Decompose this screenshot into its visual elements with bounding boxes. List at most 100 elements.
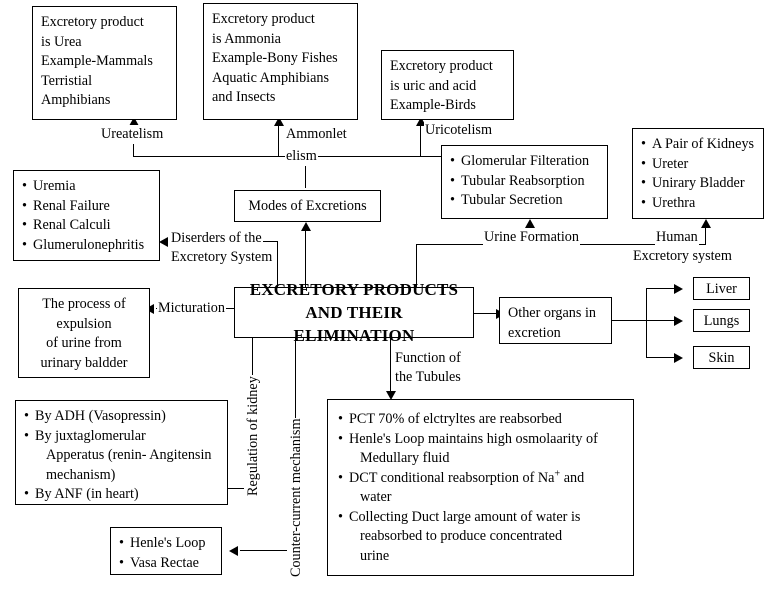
liver-label: Liver [706,281,737,297]
edge-label-ureotelism: Ureatelism [100,125,165,144]
skin-label: Skin [708,350,735,366]
box-human-excretory-organs: A Pair of Kidneys Ureter Unirary Bladder… [632,128,764,219]
connector-skin-run [646,357,678,359]
arrowhead-lungs [674,316,683,326]
arrowhead-ammonotelism [274,117,284,126]
arrowhead-urine-formation [525,219,535,228]
ureotelic-line-4: Terristial [41,72,93,89]
connector-lungs-run [646,320,678,322]
uricotelic-line-1: Excretory product [390,58,493,74]
box-other-organs-in-excretion: Other organs in excretion [499,297,612,344]
counter-current-item-1: Henle's Loop [119,534,213,554]
uricotelic-line-3: Example-Birds [390,97,476,113]
tubule-function-2: Henle's Loop maintains high osmolaarity … [338,430,623,469]
urine-step-1: Glomerular Filteration [450,152,599,172]
edge-label-uricotelism: Uricotelism [424,121,493,140]
tubule-function-1: PCT 70% of elctryltes are reabsorbed [338,410,623,430]
arrowhead-ureotelism [129,117,139,126]
edge-label-excretory-system: Excretory system [632,247,733,266]
urine-step-2: Tubular Reabsorption [450,172,599,192]
connector-uricotelism-riser [420,124,422,157]
ammonotelic-line-1: Excretory product [212,11,315,27]
regulation-item-2-sub-1: Apperatus (renin- Angitensin [46,447,212,463]
edge-label-disorders-line-1: Diserders of the [170,229,263,248]
tubule-function-2-sub-1: Medullary fluid [360,450,450,466]
box-micturation-definition: The process of expulsion of urine from u… [18,288,150,378]
box-liver: Liver [693,277,750,300]
edge-label-disorders-line-2: Excretory System [170,248,274,267]
arrowhead-countercurrent [229,546,238,556]
ammonotelic-line-5: and Insects [212,89,276,105]
regulation-item-2-text: By juxtaglomerular [35,427,146,444]
arrowhead-modes [301,222,311,231]
box-function-of-tubules: PCT 70% of elctryltes are reabsorbed Hen… [327,399,634,576]
arrowhead-skin [674,353,683,363]
connector-organs-bus-vert [646,288,648,358]
excretory-organ-2: Ureter [641,155,755,175]
micturation-def-line-2: expulsion [56,315,112,332]
edge-label-ammonotelism-line-2: elism [285,147,318,166]
connector-modes-up-trunk [305,156,307,188]
box-lungs: Lungs [693,309,750,332]
main-topic-line-1: EXCRETORY PRODUCTS [249,280,459,299]
tubule-function-4: Collecting Duct large amount of water is… [338,508,623,567]
box-excretory-disorders: Uremia Renal Failure Renal Calculi Glume… [13,170,160,261]
regulation-item-2: By juxtaglomerular Apperatus (renin- Ang… [24,427,219,486]
connector-ammonotelism-riser [278,124,280,157]
connector-organs-bus-in [612,320,647,322]
connector-right-bus-riser [416,244,418,288]
edge-label-counter-current-mechanism: Counter-current mechanism [287,417,306,578]
connector-other-organs [473,313,499,315]
excretory-organ-3: Unirary Bladder [641,174,755,194]
ureotelic-line-5: Amphibians [41,92,111,108]
box-skin: Skin [693,346,750,369]
tubule-function-3-sub-1: water [360,489,392,505]
arrowhead-tubules [386,391,396,400]
arrowhead-liver [674,284,683,294]
box-counter-current-structures: Henle's Loop Vasa Rectae [110,527,222,575]
disorder-2: Renal Failure [22,197,151,217]
tubule-function-3: DCT conditional reabsorption of Na+ and … [338,467,623,508]
main-topic-line-2: AND THEIR ELIMINATION [293,303,415,345]
connector-countercurrent-run [240,550,296,552]
counter-current-item-2: Vasa Rectae [119,554,213,574]
edge-label-function-of-tubules-line-1: Function of [394,349,462,368]
edge-label-regulation-of-kidney: Regulation of kidney [244,375,263,497]
box-uricotelic-excretion: Excretory product is uric and acid Examp… [381,50,514,120]
connector-telism-bus [133,156,556,158]
arrowhead-uricotelism [416,117,426,126]
disorder-3: Renal Calculi [22,216,151,236]
micturation-def-line-4: urinary baldder [40,354,128,371]
modes-of-excretions-label: Modes of Excretions [248,198,367,214]
lungs-label: Lungs [703,313,740,329]
tubule-function-4-sub-1: reabsorbed to produce concentrated [360,528,563,544]
ureotelic-line-1: Excretory product [41,14,144,30]
box-main-topic: EXCRETORY PRODUCTS AND THEIR ELIMINATION [234,280,474,345]
urine-step-3: Tubular Secretion [450,191,599,211]
arrowhead-disorders [159,237,168,247]
edge-label-micturation: Micturation [157,299,226,318]
box-urine-formation-steps: Glomerular Filteration Tubular Reabsorpt… [441,145,608,219]
excretory-organ-1: A Pair of Kidneys [641,135,755,155]
box-ureotelic-excretion: Excretory product is Urea Example-Mammal… [32,6,177,120]
tubule-function-2-text: Henle's Loop maintains high osmolaarity … [349,430,598,447]
ammonotelic-line-3: Example-Bony Fishes [212,50,338,66]
tubule-function-4-sub-2: urine [360,547,390,564]
ammonotelic-line-2: is Ammonia [212,30,281,47]
disorder-4: Glumerulonephritis [22,236,151,256]
box-modes-of-excretions: Modes of Excretions [234,190,381,222]
regulation-item-2-sub-2: mechanism) [46,466,116,483]
micturation-def-line-3: of urine from [46,335,122,351]
connector-regulation-run [224,488,253,490]
uricotelic-line-2: is uric and acid [390,77,477,94]
tubule-function-4-text: Collecting Duct large amount of water is [349,508,581,525]
connector-disorders-riser [277,241,279,288]
regulation-item-3: By ANF (in heart) [24,485,219,505]
ureotelic-line-3: Example-Mammals [41,53,153,69]
micturation-def-line-1: The process of [42,296,126,312]
other-organs-line-1: Other organs in [508,305,596,321]
ammonotelic-line-4: Aquatic Amphibians [212,69,330,86]
excretory-organ-4: Urethra [641,194,755,214]
tubule-function-3-text: DCT conditional reabsorption of Na+ and [349,467,585,486]
